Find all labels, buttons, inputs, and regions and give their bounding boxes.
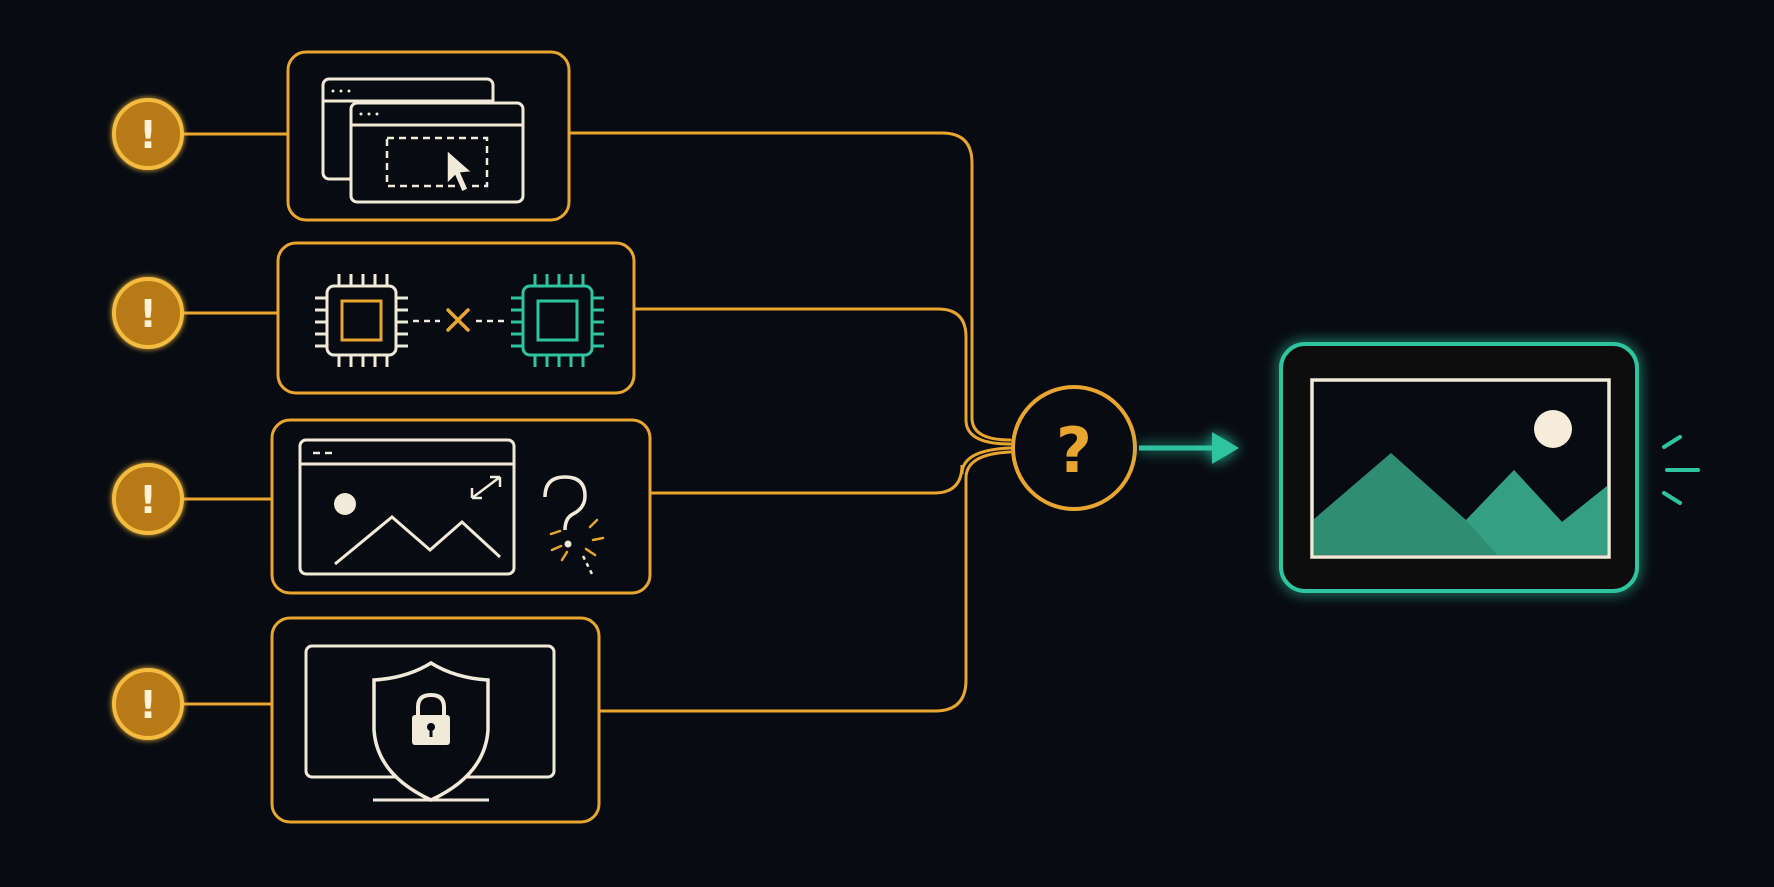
source-box-image-resize [270,418,652,595]
chip-disconnected-icon [315,274,604,367]
connector-line-2 [632,307,1012,446]
warning-node: ! [112,668,272,740]
warning-column: ! ! ! ! [112,98,288,740]
warning-node: ! [112,463,272,535]
shield-lock-monitor-icon [304,644,556,802]
sparkle-icon [549,518,605,562]
warning-exclamation-icon: ! [139,478,156,522]
output-arrow [1139,432,1239,464]
output-image-frame [1279,342,1700,593]
window-selection-cursor-icon [321,77,525,204]
connector-line-3 [649,446,1012,495]
radiance-icon [1662,435,1700,505]
connector-line-4 [597,450,1012,713]
merge-node: ? [1011,385,1137,511]
question-mark-icon: ? [1056,414,1092,487]
warning-exclamation-icon: ! [139,292,156,336]
source-box-chip-link [276,241,636,395]
warning-exclamation-icon: ! [139,683,156,727]
connector-line-1 [567,131,1012,442]
image-window-resize-icon [298,438,595,577]
source-box-shield-lock [270,616,601,824]
merge-connectors [567,131,1012,713]
warning-node: ! [112,277,278,349]
warning-exclamation-icon: ! [139,113,156,157]
landscape-image-icon [1310,378,1611,559]
warning-node: ! [112,98,288,170]
source-box-window-selection [286,50,571,222]
